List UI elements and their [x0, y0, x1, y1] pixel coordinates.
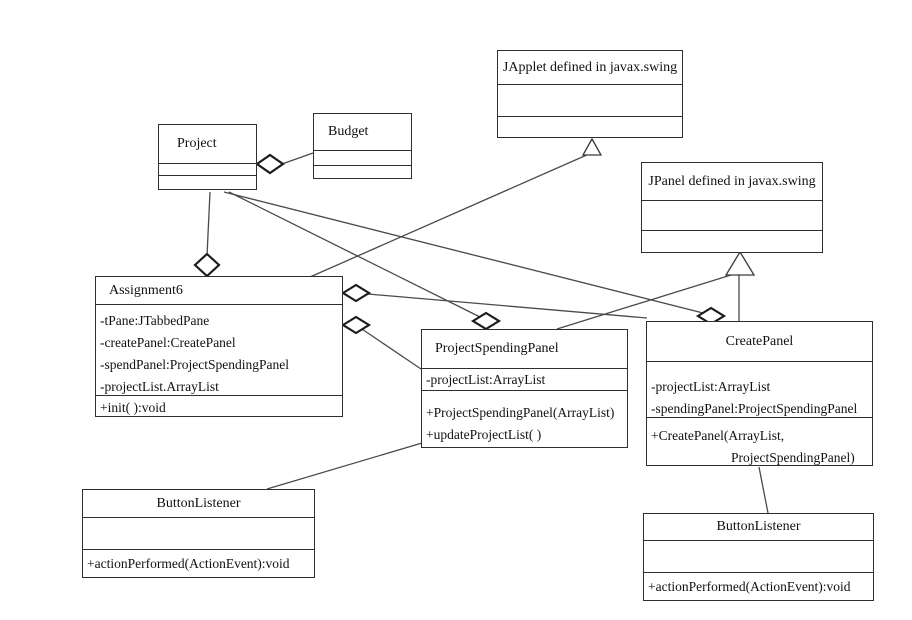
aggregation-diamond-assignment6-createpanel — [340, 283, 372, 303]
methods-compartment — [642, 230, 822, 252]
generalization-line-projectspendingpanel-jpanel — [556, 274, 732, 330]
class-title: ButtonListener — [716, 519, 801, 534]
class-box-jpanel: JPanel defined in javax.swing — [641, 162, 823, 253]
attribute-line: -projectList.ArrayList — [100, 379, 219, 394]
class-title: CreatePanel — [725, 333, 794, 349]
class-box-buttonlistener-right: ButtonListener +actionPerformed(ActionEv… — [643, 513, 874, 601]
methods-compartment — [159, 175, 256, 189]
aggregation-line-project-budget — [281, 152, 314, 165]
attributes-compartment — [314, 150, 411, 165]
methods-compartment — [314, 165, 411, 178]
association-line-createpanel-buttonlistener — [758, 466, 769, 514]
aggregation-diamond-assignment6-projectspendingpanel — [340, 315, 372, 335]
methods-compartment: +actionPerformed(ActionEvent):void — [83, 549, 314, 577]
aggregation-line-assignment6-projectspendingpanel — [355, 324, 422, 370]
aggregation-line-createpanel-project — [223, 191, 712, 316]
methods-compartment — [498, 116, 682, 137]
method-line: +updateProjectList( ) — [426, 427, 542, 442]
attributes-compartment: -projectList:ArrayList — [422, 368, 627, 390]
methods-compartment: +actionPerformed(ActionEvent):void — [644, 572, 873, 600]
attribute-line: -projectList:ArrayList — [426, 372, 546, 387]
attributes-compartment — [498, 84, 682, 116]
attributes-compartment — [83, 517, 314, 549]
class-title: JPanel defined in javax.swing — [648, 173, 816, 189]
aggregation-diamond-projectspendingpanel-project — [470, 311, 502, 331]
methods-compartment: +CreatePanel(ArrayList, ProjectSpendingP… — [647, 417, 872, 465]
class-box-japplet: JApplet defined in javax.swing — [497, 50, 683, 138]
association-line-projectspendingpanel-buttonlistener — [266, 442, 423, 490]
method-line: +actionPerformed(ActionEvent):void — [87, 556, 290, 571]
attribute-line: -spendingPanel:ProjectSpendingPanel — [651, 401, 858, 416]
class-box-project: Project — [158, 124, 257, 190]
class-box-projectspendingpanel: ProjectSpendingPanel -projectList:ArrayL… — [421, 329, 628, 448]
method-line: +CreatePanel(ArrayList, — [651, 428, 785, 443]
class-title: Assignment6 — [109, 282, 183, 298]
class-box-buttonlistener-left: ButtonListener +actionPerformed(ActionEv… — [82, 489, 315, 578]
method-line: ProjectSpendingPanel) — [731, 450, 855, 465]
class-title: Budget — [328, 124, 369, 139]
generalization-triangle-japplet — [581, 137, 603, 156]
aggregation-line-assignment6-createpanel — [355, 292, 648, 319]
method-line: +ProjectSpendingPanel(ArrayList) — [426, 405, 615, 420]
class-title: ButtonListener — [156, 495, 241, 511]
aggregation-diamond-assignment6-project — [193, 252, 221, 278]
methods-compartment: +ProjectSpendingPanel(ArrayList) +update… — [422, 390, 627, 447]
class-title: Project — [177, 136, 217, 151]
attributes-compartment — [644, 540, 873, 572]
attribute-line: -spendPanel:ProjectSpendingPanel — [100, 357, 289, 372]
methods-compartment: +init( ):void — [96, 395, 342, 416]
aggregation-line-assignment6-project — [206, 191, 211, 257]
attribute-line: -projectList:ArrayList — [651, 379, 771, 394]
generalization-triangle-jpanel — [724, 250, 756, 276]
attributes-compartment — [159, 163, 256, 175]
class-title: JApplet defined in javax.swing — [502, 59, 678, 75]
method-line: +init( ):void — [100, 400, 166, 415]
attributes-compartment: -projectList:ArrayList -spendingPanel:Pr… — [647, 361, 872, 417]
class-box-budget: Budget — [313, 113, 412, 179]
class-box-assignment6: Assignment6 -tPane:JTabbedPane -createPa… — [95, 276, 343, 417]
generalization-line-assignment6-japplet — [309, 153, 590, 278]
attributes-compartment: -tPane:JTabbedPane -createPanel:CreatePa… — [96, 304, 342, 395]
method-line: +actionPerformed(ActionEvent):void — [648, 579, 851, 594]
attributes-compartment — [642, 200, 822, 230]
class-title: ProjectSpendingPanel — [435, 341, 559, 356]
class-box-createpanel: CreatePanel -projectList:ArrayList -spen… — [646, 321, 873, 466]
attribute-line: -createPanel:CreatePanel — [100, 335, 236, 350]
attribute-line: -tPane:JTabbedPane — [100, 313, 210, 328]
aggregation-diamond-project-budget — [255, 153, 285, 175]
